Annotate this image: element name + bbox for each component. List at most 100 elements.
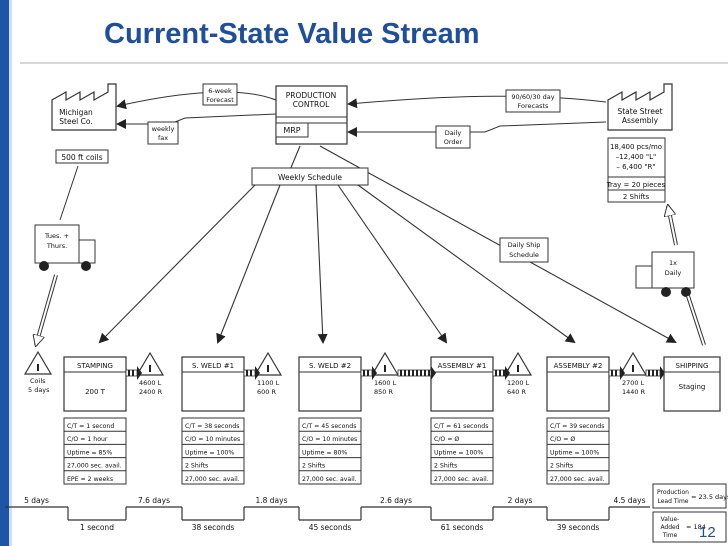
- push-stripe: [367, 370, 369, 376]
- process-data-row: 2 Shifts: [185, 463, 208, 470]
- process-data-row: Uptime = 85%: [67, 449, 112, 456]
- process-data-row: 27,000 sec. avail.: [434, 476, 489, 483]
- push-arrow-head: [137, 366, 142, 380]
- inventory-right: 600 R: [257, 388, 276, 396]
- customer-shifts: 2 Shifts: [623, 193, 650, 201]
- daily-ship-1: Daily Ship: [508, 241, 541, 249]
- customer-forecast-arrow: [347, 95, 607, 109]
- process-data-row: 27,000 sec. avail.: [67, 463, 122, 470]
- process-name: S. WELD #2: [309, 362, 351, 370]
- timeline-seconds: 38 seconds: [192, 523, 235, 532]
- customer-forecast-box: [505, 89, 561, 113]
- supplier-factory-icon: Michigan Steel Co.: [51, 83, 117, 131]
- outbound-truck-1: 1x: [669, 259, 677, 267]
- process-data-row: Uptime = 100%: [434, 449, 483, 456]
- six-week-forecast-1: 6-week: [208, 87, 232, 95]
- inventory-left: 1100 L: [257, 379, 280, 387]
- push-arrow-head: [255, 366, 260, 380]
- inventory-triangle: [370, 351, 400, 376]
- push-arrow-head: [431, 366, 436, 380]
- inventory-left: 2700 L: [622, 379, 645, 387]
- process-box-2: [181, 356, 245, 412]
- inventory-triangle-mark: I: [516, 364, 520, 375]
- outbound-truck-2: Daily: [665, 269, 682, 277]
- control-title-1: PRODUCTION: [286, 91, 336, 100]
- process-name: S. WELD #1: [192, 362, 234, 370]
- process-data-row: 2 Shifts: [434, 463, 457, 470]
- process-data-box: [181, 417, 245, 485]
- push-stripe: [416, 370, 418, 376]
- daily-ship-2: Schedule: [509, 251, 539, 259]
- timeline-seconds: 1 second: [80, 523, 114, 532]
- inventory-triangle: [253, 351, 283, 376]
- push-arrow-head: [620, 366, 625, 380]
- process-data-row: C/O = Ø: [550, 435, 575, 443]
- process-data-row: C/T = 39 seconds: [550, 423, 604, 430]
- process-data-row: 27,000 sec. avail.: [185, 476, 240, 483]
- customer-name-2: Assembly: [622, 116, 659, 125]
- timeline-days: 2.6 days: [380, 496, 412, 505]
- svg-text:Value-: Value-: [661, 516, 680, 523]
- inventory-left: 1600 L: [374, 379, 397, 387]
- control-title-2: CONTROL: [293, 100, 330, 109]
- push-arrow: [360, 369, 373, 377]
- process-data-row: 2 Shifts: [302, 463, 325, 470]
- inventory-triangle-mark: I: [148, 364, 152, 375]
- push-stripe: [495, 370, 497, 376]
- push-stripe: [648, 370, 650, 376]
- customer-factory-icon: State Street Assembly: [607, 83, 673, 131]
- push-stripe: [652, 370, 654, 376]
- inventory-right: 1440 R: [622, 388, 646, 396]
- svg-text:= 23.5 days: = 23.5 days: [691, 493, 728, 501]
- timeline-days: 1.8 days: [255, 496, 287, 505]
- svg-text:Lead Time: Lead Time: [657, 498, 688, 505]
- process-data-box: [298, 417, 362, 485]
- process-data-row: EPE = 2 weeks: [67, 476, 113, 483]
- production-control: PRODUCTION CONTROL MRP: [275, 85, 348, 145]
- svg-text:= 184: = 184: [686, 523, 706, 531]
- push-stripe: [400, 370, 402, 376]
- value-added-summary: Value- Added Time = 184: [652, 511, 727, 543]
- process-box-1: [63, 356, 127, 412]
- push-arrow-head: [505, 366, 510, 380]
- process-data-row: C/T = 1 second: [67, 423, 114, 430]
- inventory-triangle: [503, 351, 533, 376]
- push-stripe: [128, 370, 130, 376]
- daily-order-1: Daily: [445, 129, 462, 137]
- timeline-days: 7.6 days: [138, 496, 170, 505]
- timeline-days: 2 days: [508, 496, 533, 505]
- process-data-row: 27,000 sec. avail.: [302, 476, 357, 483]
- raw-inventory-1: Coils: [30, 377, 46, 385]
- six-week-forecast-2: Forecast: [206, 96, 234, 104]
- raw-inventory-triangle: I: [23, 350, 53, 375]
- push-stripe: [420, 370, 422, 376]
- process-data-row: 2 Shifts: [550, 463, 573, 470]
- inbound-truck-icon: Tues. + Thurs.: [34, 224, 96, 271]
- mrp-label: MRP: [283, 126, 300, 135]
- daily-order-2: Order: [444, 138, 463, 146]
- slide-frame-bar: [0, 0, 9, 546]
- process-name: ASSEMBLY #1: [438, 362, 487, 370]
- timeline-days: 4.5 days: [613, 496, 645, 505]
- push-stripe: [615, 370, 617, 376]
- weekly-schedule-box: [251, 167, 369, 186]
- supplier-material-box: [55, 149, 109, 164]
- customer-demand-1: 18,400 pcs/mo: [610, 143, 662, 151]
- timeline-seconds: 39 seconds: [557, 523, 600, 532]
- push-stripe: [428, 370, 430, 376]
- customer-forecast-2: Forecasts: [518, 102, 550, 110]
- push-stripe: [424, 370, 426, 376]
- process-name: STAMPING: [77, 362, 113, 370]
- process-data-row: C/T = 38 seconds: [185, 423, 239, 430]
- customer-forecast-1: 90/60/30 day: [511, 93, 554, 101]
- inbound-shipment-arrow: [36, 274, 57, 345]
- push-arrow-head: [660, 366, 665, 380]
- outbound-truck-icon: 1x Daily: [635, 251, 695, 297]
- process-data-row: C/O = 10 minutes: [185, 436, 240, 443]
- push-stripe: [503, 370, 505, 376]
- inventory-triangle-mark: I: [383, 364, 387, 375]
- push-arrow: [397, 369, 432, 377]
- title-divider: [20, 62, 728, 64]
